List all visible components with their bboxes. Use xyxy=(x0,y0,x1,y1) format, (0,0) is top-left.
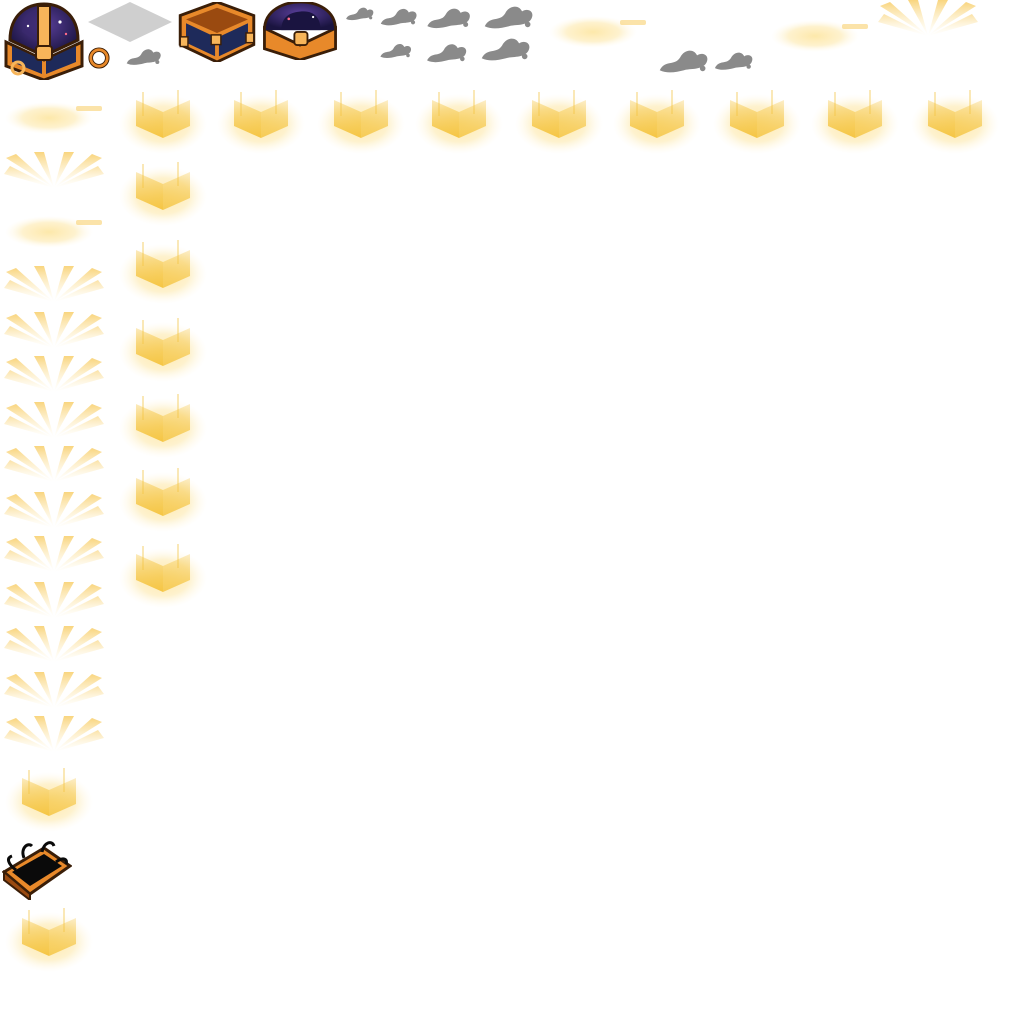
glow-cube-icon xyxy=(316,86,406,156)
light-rays-icon xyxy=(4,582,104,622)
glow-cube-icon xyxy=(118,86,208,156)
light-rays-icon xyxy=(4,492,104,532)
light-flare-icon xyxy=(548,10,648,50)
glow-cube-icon xyxy=(118,390,208,460)
glow-cube-icon xyxy=(712,86,802,156)
portal-chest-open-icon xyxy=(2,836,72,900)
smoke-puff-icon xyxy=(344,2,376,24)
glow-cube-icon xyxy=(216,86,306,156)
glow-cube-icon xyxy=(118,236,208,306)
glow-cube-icon xyxy=(118,540,208,610)
smoke-puff-icon xyxy=(378,40,414,60)
smoke-puff-icon xyxy=(656,46,712,74)
light-rays-icon xyxy=(4,446,104,486)
glow-cube-icon xyxy=(810,86,900,156)
light-rays-icon xyxy=(4,672,104,712)
light-flare-icon xyxy=(770,14,870,54)
smoke-puff-icon xyxy=(712,48,756,72)
smoke-puff-icon xyxy=(424,2,474,32)
light-rays-icon xyxy=(4,152,104,192)
glow-cube-icon xyxy=(910,86,1000,156)
light-flare-icon xyxy=(4,210,104,250)
glow-cube-icon xyxy=(612,86,702,156)
diamond-shadow-icon xyxy=(88,2,172,42)
glow-cube-icon xyxy=(118,464,208,534)
smoke-puff-icon xyxy=(478,2,540,30)
glow-cube-icon xyxy=(118,158,208,228)
galaxy-chest-half-open-icon xyxy=(260,2,340,60)
smoke-puff-icon xyxy=(124,46,164,66)
glow-cube-icon xyxy=(514,86,604,156)
light-rays-icon xyxy=(4,312,104,352)
smoke-puff-icon xyxy=(478,34,534,62)
galaxy-chest-closed-icon xyxy=(2,2,86,80)
light-rays-icon xyxy=(4,266,104,306)
wooden-chest-open-icon xyxy=(176,2,258,62)
glow-cube-icon xyxy=(4,764,94,834)
light-flare-icon xyxy=(4,96,104,136)
light-rays-icon xyxy=(4,402,104,442)
light-rays-icon xyxy=(4,716,104,756)
smoke-puff-icon xyxy=(424,40,470,64)
smoke-puff-icon xyxy=(378,2,420,30)
light-rays-icon xyxy=(4,356,104,396)
light-rays-icon xyxy=(4,626,104,666)
light-rays-icon xyxy=(878,0,978,40)
glow-cube-icon xyxy=(414,86,504,156)
ring-icon xyxy=(88,47,110,69)
glow-cube-icon xyxy=(4,904,94,974)
light-rays-icon xyxy=(4,536,104,576)
glow-cube-icon xyxy=(118,314,208,384)
